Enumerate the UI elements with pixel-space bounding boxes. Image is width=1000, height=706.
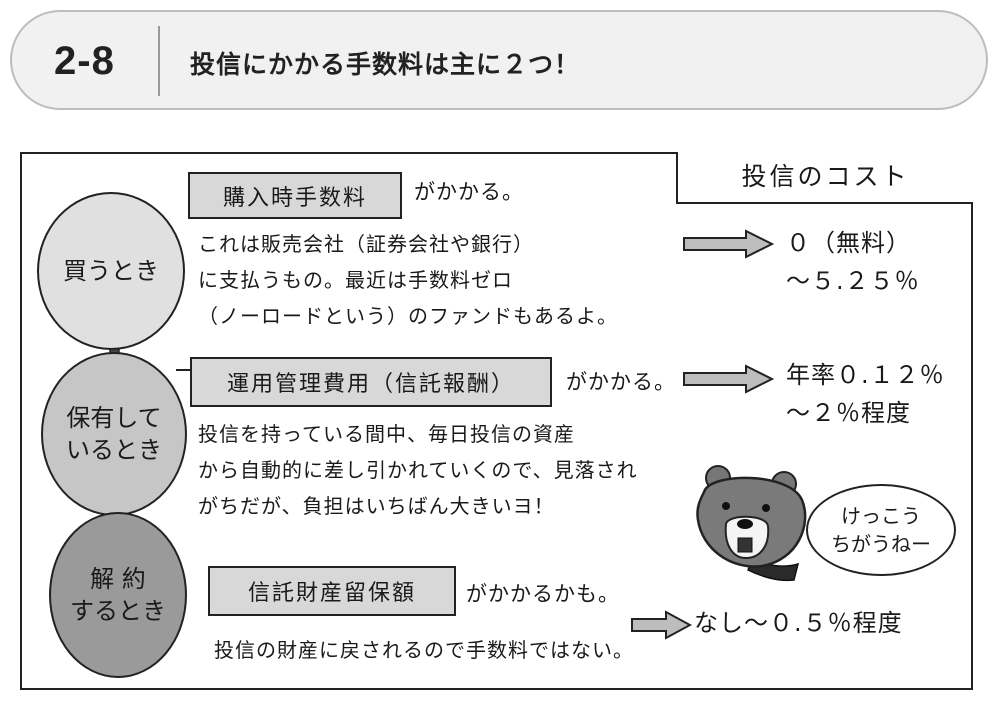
- fee-description: これは販売会社（証券会社や銀行） に支払うもの。最近は手数料ゼロ （ノーロードと…: [198, 232, 618, 328]
- fee-box-management: 運用管理費用（信託報酬）: [190, 357, 552, 407]
- section-header: 2-8 投信にかかる手数料は主に２つ！: [10, 10, 988, 110]
- fee-box-purchase: 購入時手数料: [188, 172, 402, 219]
- stage-circle-hold: 保有して いるとき: [41, 352, 187, 516]
- right-arrow-icon: [683, 364, 774, 394]
- speech-bubble: けっこう ちがうねー: [806, 484, 956, 576]
- fee-description: 投信の財産に戻されるので手数料ではない。: [214, 638, 634, 662]
- cost-label: 投信のコスト: [676, 152, 973, 204]
- bear-mascot-icon: [696, 465, 807, 582]
- right-arrow-icon: [631, 610, 692, 640]
- header-divider: [158, 26, 160, 96]
- section-number: 2-8: [54, 39, 115, 83]
- stage-circle-buy: 買うとき: [37, 192, 185, 350]
- stage-circle-sell: 解 約 するとき: [49, 512, 187, 678]
- fee-suffix: がかかる。: [414, 180, 524, 204]
- fee-suffix: がかかる。: [566, 370, 676, 394]
- connector-line: [176, 369, 192, 371]
- cost-value: なし〜０.５％程度: [694, 609, 903, 637]
- section-title: 投信にかかる手数料は主に２つ！: [190, 50, 581, 79]
- fee-suffix: がかかるかも。: [466, 582, 620, 606]
- diagram-frame: [20, 152, 973, 690]
- fee-box-retention: 信託財産留保額: [208, 566, 456, 616]
- right-arrow-icon: [683, 229, 774, 259]
- cost-value: ０（無料） 〜５.２５％: [786, 229, 920, 295]
- fee-description: 投信を持っている間中、毎日投信の資産 から自動的に差し引かれていくので、見落され…: [198, 422, 638, 518]
- cost-value: 年率０.１２％ 〜２％程度: [786, 361, 945, 427]
